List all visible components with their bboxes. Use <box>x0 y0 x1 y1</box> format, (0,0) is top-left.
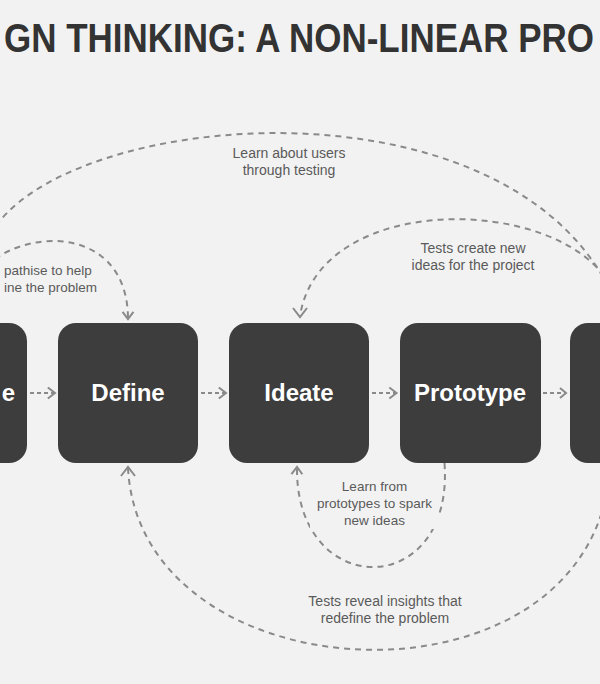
connector <box>201 388 226 399</box>
process-box: Ideate <box>229 323 369 463</box>
box-label: Prototype <box>414 379 526 407</box>
diagram-title: GN THINKING: A NON-LINEAR PRO <box>4 14 594 62</box>
arrow-head <box>293 308 307 317</box>
loop-note: Tests create new ideas for the project <box>402 240 544 274</box>
connector <box>30 388 55 399</box>
arrow-head <box>123 312 134 319</box>
arrow-head <box>389 388 396 399</box>
box-label: Define <box>91 379 164 407</box>
arrow-head <box>121 467 135 476</box>
loop-note: Tests reveal insights that redefine the … <box>297 593 473 627</box>
arrow-head <box>291 467 302 474</box>
connector-label: pathise to help ine the problem <box>2 262 107 296</box>
connector <box>0 241 133 323</box>
feedback-loop <box>128 468 600 650</box>
connector <box>291 463 445 567</box>
feedback-loop <box>300 219 600 316</box>
arrow-head <box>48 388 55 399</box>
connector-line <box>30 392 55 394</box>
connector-line <box>543 392 565 394</box>
box-label: e <box>2 379 15 407</box>
process-box: Define <box>58 323 198 463</box>
connector-label: Learn from prototypes to spark new ideas <box>310 478 439 529</box>
arrow-head <box>560 388 566 398</box>
loop-note: Learn about users through testing <box>225 145 353 179</box>
connector <box>372 388 397 399</box>
process-box: Prototype <box>400 323 541 463</box>
connector-line <box>297 463 445 567</box>
box-label: Ideate <box>264 379 333 407</box>
connector-line <box>372 392 397 394</box>
cropped-box <box>570 323 600 463</box>
arrow-head <box>219 388 226 399</box>
process-box: e <box>0 323 27 463</box>
connector-line <box>0 241 128 323</box>
connector-line <box>201 392 226 394</box>
